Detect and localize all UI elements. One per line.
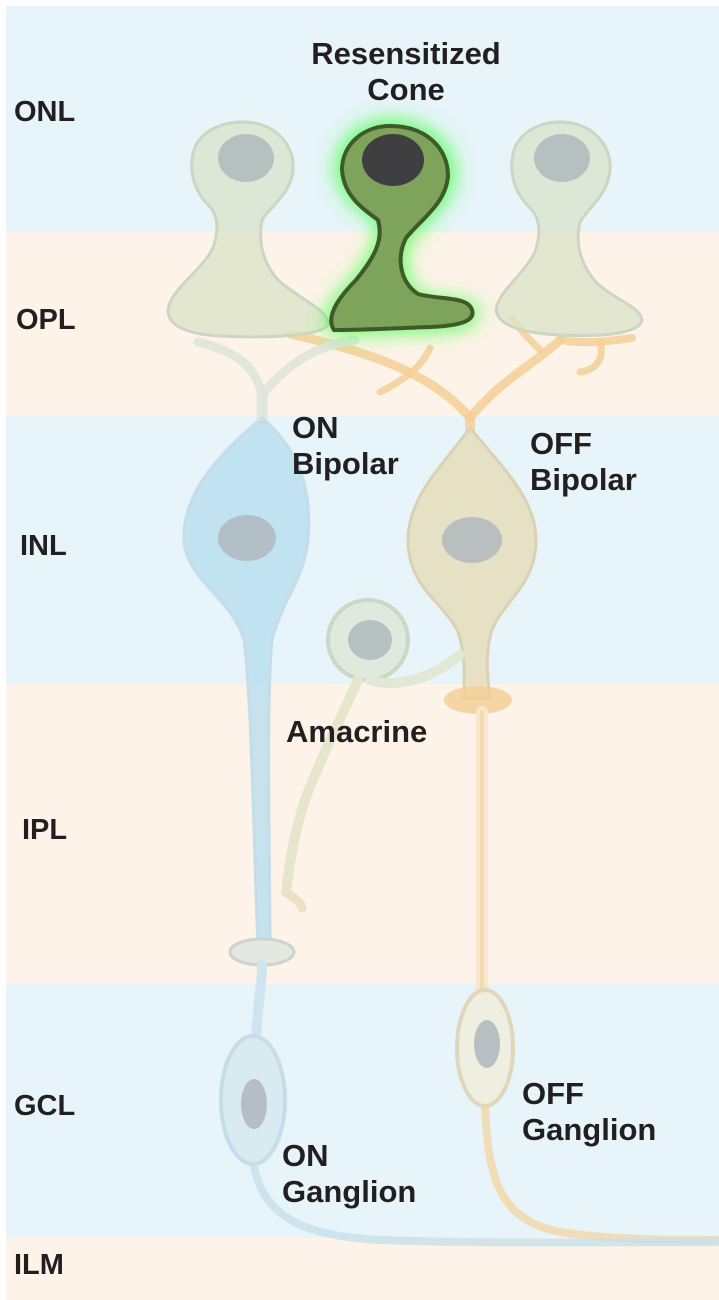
band-ipl <box>6 684 719 984</box>
label-off-bipolar-line2: Bipolar <box>530 461 637 497</box>
layer-label-onl: ONL <box>14 96 76 128</box>
layer-label-opl: OPL <box>16 304 76 336</box>
label-off-ganglion: OFF Ganglion <box>522 1076 656 1147</box>
off-ganglion-cell <box>455 706 719 1244</box>
label-on-bipolar-line1: ON <box>292 410 339 445</box>
on-ganglion-cell <box>219 960 719 1247</box>
label-off-ganglion-line1: OFF <box>522 1076 584 1111</box>
faded-cone-left <box>166 120 330 339</box>
layer-label-ipl: IPL <box>22 814 68 846</box>
on-bipolar-cell <box>182 416 311 967</box>
layer-label-inl: INL <box>20 530 67 562</box>
amacrine-cell <box>281 598 465 913</box>
label-on-ganglion-line1: ON <box>282 1138 329 1173</box>
resensitized-cone <box>326 120 479 334</box>
layer-label-ilm: ILM <box>14 1249 64 1281</box>
label-resensitized-cone-line1: Resensitized <box>311 36 501 71</box>
band-ilm <box>6 1238 719 1300</box>
label-off-bipolar: OFF Bipolar <box>530 426 637 497</box>
label-off-bipolar-line1: OFF <box>530 426 592 461</box>
label-amacrine: Amacrine <box>286 714 428 749</box>
label-on-ganglion-line2: Ganglion <box>282 1173 417 1209</box>
label-resensitized-cone: Resensitized Cone <box>290 36 522 107</box>
label-on-bipolar: ON Bipolar <box>292 410 399 481</box>
label-on-ganglion: ON Ganglion <box>282 1138 416 1209</box>
faded-cone-right <box>494 120 644 338</box>
label-resensitized-cone-line2: Cone <box>367 71 445 107</box>
label-off-ganglion-line2: Ganglion <box>522 1111 657 1147</box>
label-on-bipolar-line2: Bipolar <box>292 445 399 481</box>
layer-label-gcl: GCL <box>14 1090 76 1122</box>
band-gcl <box>6 984 719 1238</box>
on-bipolar-dendrites <box>193 335 360 426</box>
off-bipolar-cell <box>406 425 538 714</box>
